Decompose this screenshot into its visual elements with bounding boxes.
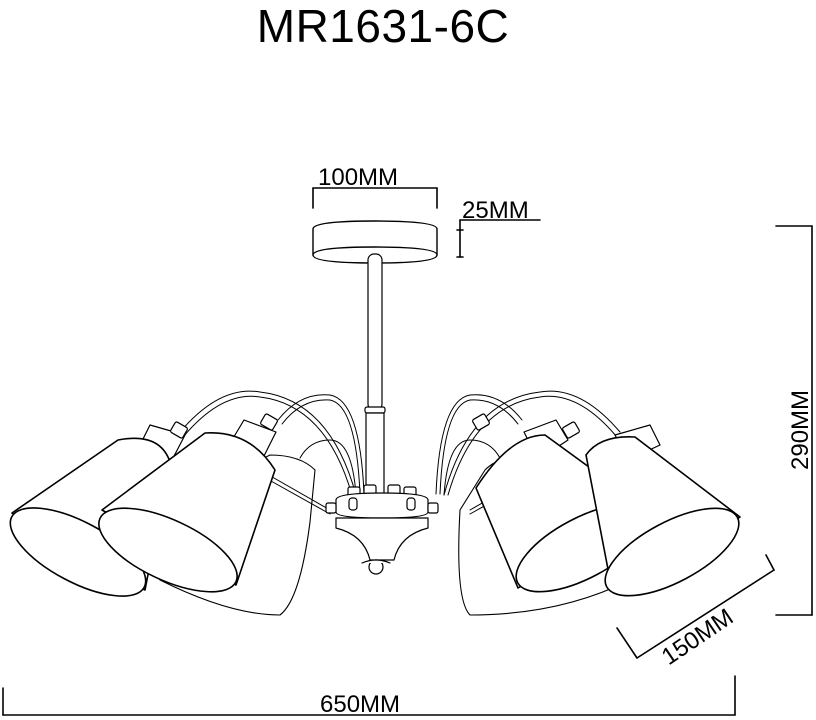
down-rod [364,253,386,504]
central-hub [325,484,439,575]
dimension-canopy-width [312,187,438,209]
total-height-label: 290MM [787,389,814,470]
dimension-total-height [775,225,813,616]
dimension-total-width [2,675,736,716]
canopy-height-label: 25MM [462,197,529,224]
shade-front-left-inner [98,432,276,593]
model-title: MR1631-6C [256,0,510,52]
canopy-diameter-label: 100MM [318,164,399,191]
shade-front-right-outer [585,436,741,597]
dimension-canopy-height [456,219,541,258]
total-diameter-label: 650MM [320,691,401,718]
ceiling-canopy [312,220,438,264]
dimension-shade-diameter [616,554,775,659]
